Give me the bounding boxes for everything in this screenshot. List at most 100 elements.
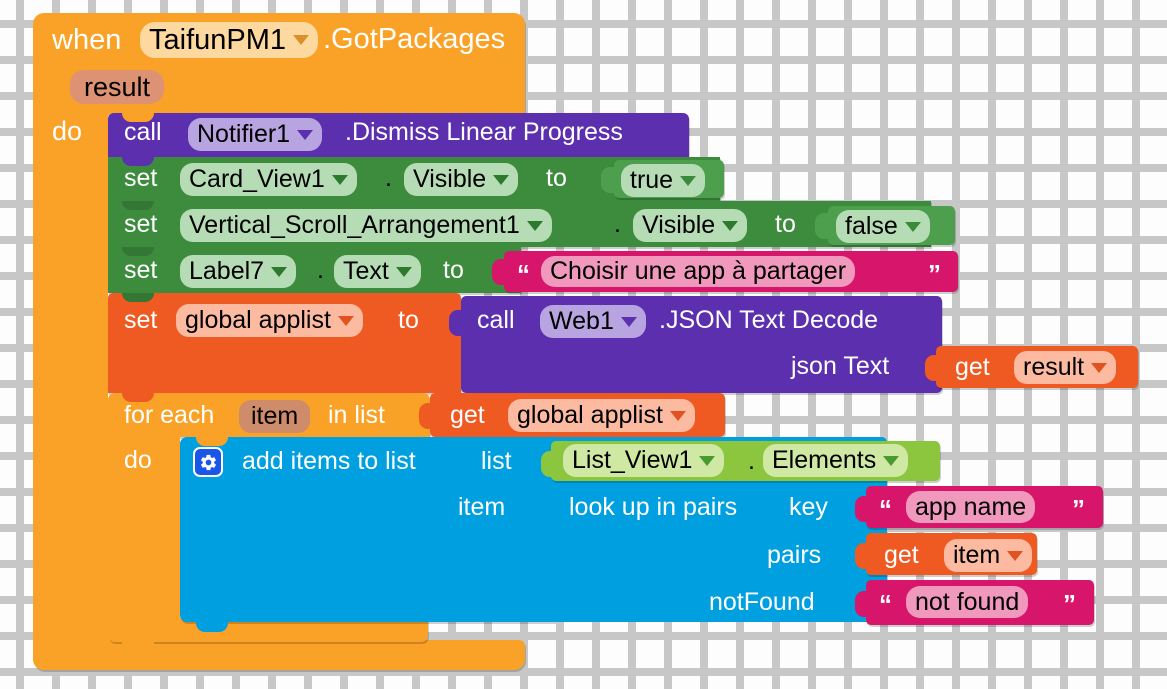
chevron-down-icon[interactable] <box>883 455 900 466</box>
event-block-left-column <box>33 100 108 670</box>
chevron-down-icon[interactable] <box>1091 362 1108 373</box>
open-quote-glyph: “ <box>517 259 530 289</box>
logic-false-dropdown[interactable]: false <box>836 210 930 243</box>
set-label7-keyword: set <box>124 256 158 284</box>
set-vsa-component-dropdown[interactable]: Vertical_Scroll_Arrangement1 <box>180 209 552 242</box>
text-value-not-found-label: not found <box>915 587 1020 616</box>
call-web-component-dropdown[interactable]: Web1 <box>540 305 646 338</box>
plug-text-choisir <box>492 259 505 285</box>
add-items-to-list-block[interactable] <box>180 437 555 622</box>
chevron-down-icon[interactable] <box>526 220 543 231</box>
chevron-down-icon[interactable] <box>699 455 716 466</box>
chevron-down-icon[interactable] <box>1007 550 1024 561</box>
call-notifier-keyword: call <box>124 118 162 146</box>
set-vsa-property-name: Visible <box>642 211 716 239</box>
event-parameter-result[interactable]: result <box>70 70 165 104</box>
open-quote-glyph: “ <box>879 589 892 619</box>
set-card-separator: . <box>385 164 392 192</box>
set-label7-component-dropdown[interactable]: Label7 <box>180 255 297 288</box>
set-card-to-label: to <box>546 164 567 192</box>
chevron-down-icon[interactable] <box>680 175 697 186</box>
plug-text-not-found <box>855 591 868 617</box>
text-value-app-name[interactable]: app name <box>906 491 1036 523</box>
look-up-pairs-label: pairs <box>767 541 822 569</box>
plug-get-result <box>925 355 938 381</box>
set-card-property-name: Visible <box>413 165 487 193</box>
chevron-down-icon[interactable] <box>904 221 921 232</box>
notch-top-set-card <box>122 157 154 166</box>
event-do-label: do <box>52 116 83 146</box>
chevron-down-icon[interactable] <box>493 174 510 185</box>
set-label7-property-dropdown[interactable]: Text <box>334 255 421 288</box>
for-each-in-list-label: in list <box>328 401 385 429</box>
look-up-keyword: look up in pairs <box>569 493 738 521</box>
notch-top-set-global <box>122 293 154 302</box>
call-web-json-text-arg-label: json Text <box>791 352 890 380</box>
event-method-name: .GotPackages <box>323 23 506 55</box>
add-items-keyword: add items to list <box>242 447 416 475</box>
set-vsa-to-label: to <box>775 210 796 238</box>
listview-component-dropdown[interactable]: List_View1 <box>563 444 725 477</box>
event-when-keyword: when <box>52 24 122 56</box>
get-applist-variable-dropdown[interactable]: global applist <box>508 399 695 432</box>
for-each-bottom-bar <box>108 618 428 642</box>
chevron-down-icon[interactable] <box>331 174 348 185</box>
set-global-variable-dropdown[interactable]: global applist <box>176 304 363 337</box>
notch-top-add-items <box>196 437 228 446</box>
chevron-down-icon[interactable] <box>293 35 310 45</box>
set-vsa-keyword: set <box>124 210 158 238</box>
logic-true-dropdown[interactable]: true <box>621 164 706 197</box>
gear-icon[interactable] <box>193 447 223 477</box>
plug-get-applist <box>419 403 432 429</box>
close-quote-glyph: ” <box>1063 589 1076 619</box>
chevron-down-icon[interactable] <box>620 316 637 327</box>
notch-top-set-label7 <box>122 247 154 256</box>
set-vsa-property-dropdown[interactable]: Visible <box>633 209 748 242</box>
for-each-loop-variable-name: item <box>251 402 299 430</box>
event-parameter-label: result <box>84 71 151 102</box>
chevron-down-icon[interactable] <box>669 410 686 421</box>
set-label7-separator: . <box>317 256 324 284</box>
get-result-variable-dropdown[interactable]: result <box>1014 351 1117 384</box>
text-value-choisir[interactable]: Choisir une app à partager <box>541 256 856 287</box>
chevron-down-icon[interactable] <box>337 315 354 326</box>
chevron-down-icon[interactable] <box>297 129 314 140</box>
chevron-down-icon[interactable] <box>271 266 288 277</box>
look-up-key-label: key <box>789 493 828 521</box>
set-card-property-dropdown[interactable]: Visible <box>404 163 519 196</box>
chevron-down-icon[interactable] <box>395 266 412 277</box>
for-each-keyword: for each <box>124 401 215 429</box>
set-card-component-name: Card_View1 <box>189 165 325 193</box>
set-vsa-separator: . <box>614 210 621 238</box>
open-quote-glyph: “ <box>879 494 892 524</box>
plug-true <box>601 167 614 193</box>
get-item-variable-name: item <box>953 541 1001 569</box>
for-each-loop-variable[interactable]: item <box>239 400 311 433</box>
logic-false-value: false <box>845 212 898 240</box>
set-label7-text-block[interactable] <box>108 247 521 293</box>
call-notifier-component-name: Notifier1 <box>197 120 291 148</box>
get-item-variable-dropdown[interactable]: item <box>944 539 1033 572</box>
event-component-dropdown[interactable]: TaifunPM1 <box>140 22 319 58</box>
listview-property-dropdown[interactable]: Elements <box>763 444 909 477</box>
get-applist-variable-name: global applist <box>517 401 663 429</box>
set-card-component-dropdown[interactable]: Card_View1 <box>180 163 357 196</box>
set-global-variable-name: global applist <box>185 306 331 334</box>
for-each-left-column <box>108 430 180 640</box>
event-component-name: TaifunPM1 <box>149 23 287 56</box>
text-value-app-name-label: app name <box>915 492 1027 521</box>
for-each-do-label: do <box>124 446 152 474</box>
set-label7-to-label: to <box>443 256 464 284</box>
call-notifier-component-dropdown[interactable]: Notifier1 <box>188 118 323 151</box>
get-result-keyword: get <box>955 353 990 381</box>
text-value-not-found[interactable]: not found <box>906 586 1029 618</box>
set-vsa-component-name: Vertical_Scroll_Arrangement1 <box>189 211 520 239</box>
get-item-keyword: get <box>884 541 919 569</box>
call-web-method-name: .JSON Text Decode <box>659 306 879 334</box>
set-card-keyword: set <box>124 164 158 192</box>
plug-listview-getter <box>541 451 554 477</box>
chevron-down-icon[interactable] <box>722 220 739 231</box>
logic-true-value: true <box>630 166 674 194</box>
plug-call-web <box>449 310 462 336</box>
